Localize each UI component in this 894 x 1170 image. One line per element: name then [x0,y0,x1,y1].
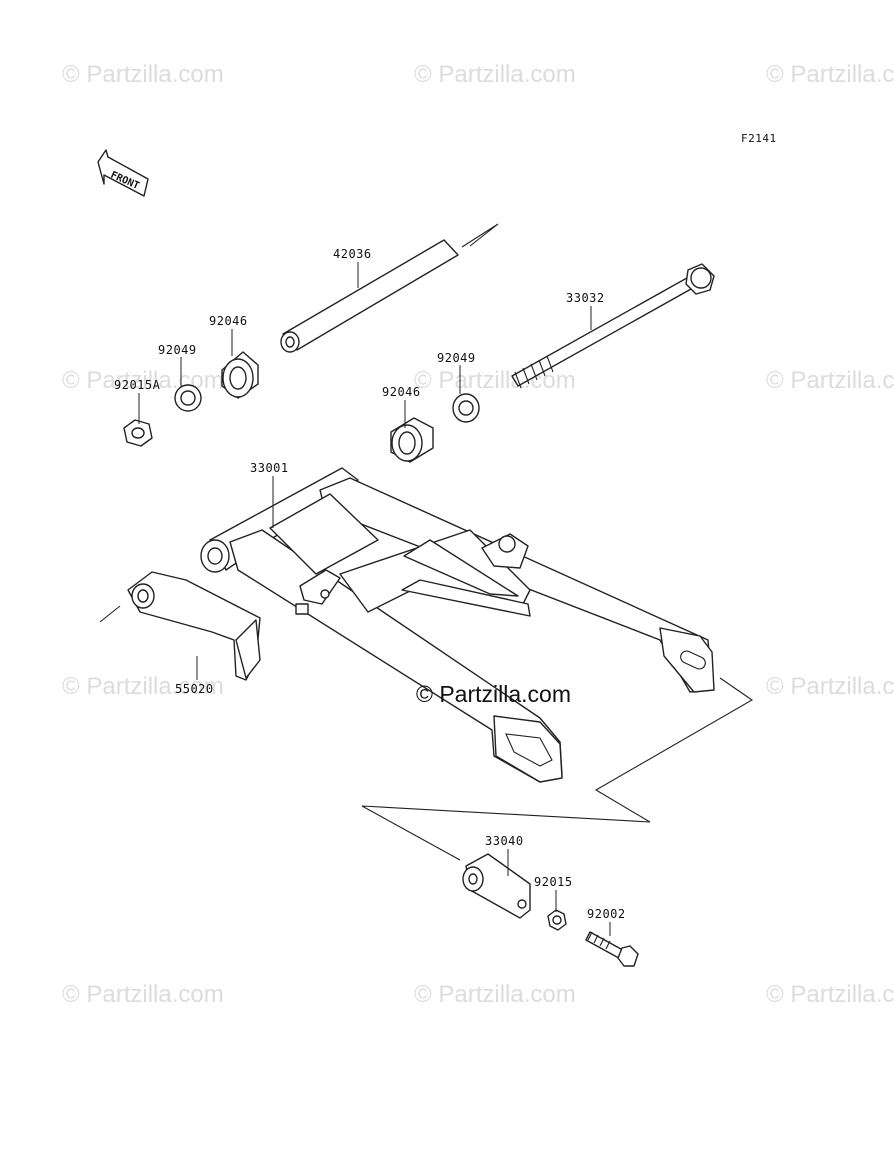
phantom-lines [361,677,754,861]
part-92046-bearing [221,351,259,399]
part-labels: 42036 33032 92046 92049 92015A 92049 920… [114,247,626,921]
watermark: © Partzilla.com [62,981,224,1008]
part-92002-bolt [585,931,639,967]
label-33032: 33032 [566,291,605,305]
front-arrow-icon: FRONT [97,149,149,197]
label-33001: 33001 [250,461,289,475]
watermark: © Partzilla.com [414,61,576,88]
watermark: © Partzilla.com [766,61,894,88]
direction-mark [461,223,499,248]
label-55020: 55020 [175,682,214,696]
label-92015A: 92015A [114,378,161,392]
label-92015: 92015 [534,875,573,889]
label-92049: 92049 [158,343,197,357]
label-92046-right: 92046 [382,385,421,399]
part-92046-bearing-right [390,417,434,463]
label-33040: 33040 [485,834,524,848]
leader-lines [138,262,611,936]
part-92015A-nut [123,419,153,447]
direction-mark [99,605,121,623]
label-92049-right: 92049 [437,351,476,365]
part-92049-seal-right [452,393,480,423]
label-92002: 92002 [587,907,626,921]
watermark: © Partzilla.com [766,981,894,1008]
watermarks: © Partzilla.com © Partzilla.com © Partzi… [62,61,894,1008]
watermark: © Partzilla.com [414,981,576,1008]
watermark: © Partzilla.com [414,367,576,394]
part-33040-chain-adjuster [462,853,531,919]
part-42036-sleeve [280,239,459,353]
center-watermark: © Partzilla.com [416,681,571,707]
watermark: © Partzilla.com [62,61,224,88]
label-42036: 42036 [333,247,372,261]
part-55020-chain-slider [127,571,261,681]
part-92049-seal [174,384,202,412]
watermark: © Partzilla.com [766,367,894,394]
part-33001-swingarm [200,467,715,783]
diagram-code: F2141 [741,132,777,145]
label-92046: 92046 [209,314,248,328]
watermark: © Partzilla.com [766,673,894,700]
part-92015-nut [547,909,567,931]
part-33032-pivot-shaft [511,263,715,389]
